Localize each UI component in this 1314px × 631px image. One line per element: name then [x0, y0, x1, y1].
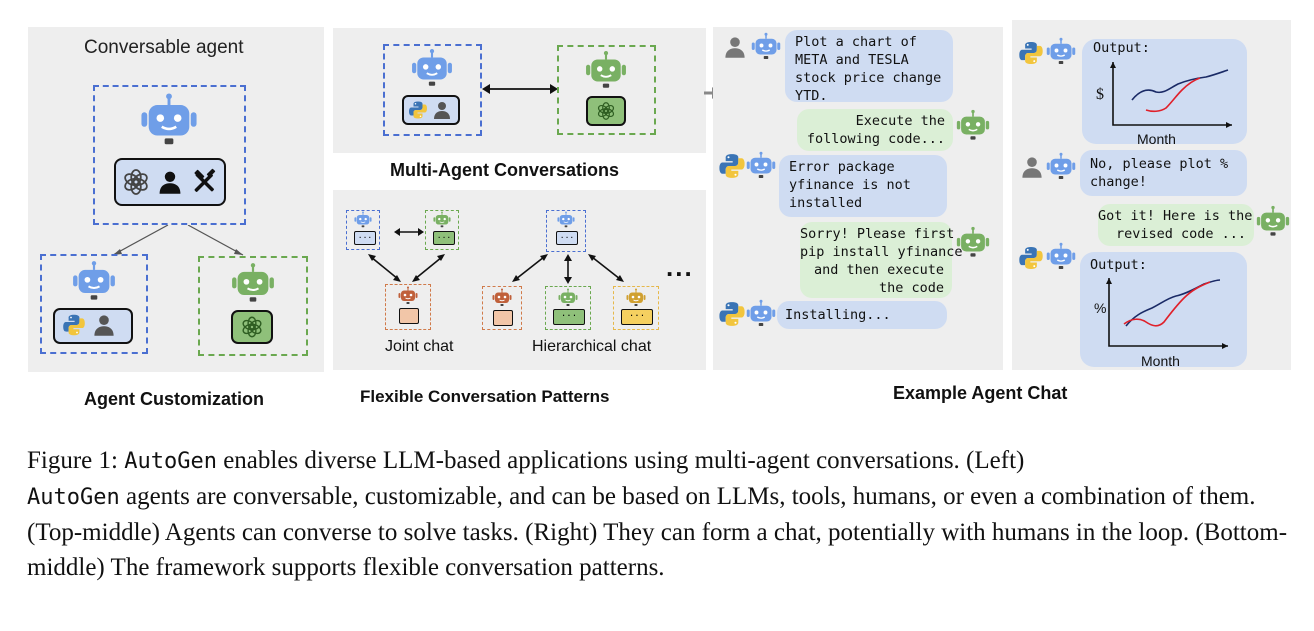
- multi-agent-green-box: [557, 45, 656, 135]
- chat-message: Got it! Here is the revised code ...: [1098, 204, 1254, 246]
- small-blue-agent: [346, 210, 380, 250]
- multi-agent-label: Multi-Agent Conversations: [390, 160, 620, 180]
- conversable-agent-title: Conversable agent: [84, 37, 244, 58]
- person-icon: [1020, 155, 1044, 179]
- green-robot-icon: [585, 50, 627, 92]
- caption-text: agents are conversable, customizable, an…: [27, 483, 1288, 581]
- blue-robot-icon: [751, 32, 781, 62]
- small-green-agent: [545, 286, 591, 330]
- small-box: ...: [433, 231, 455, 245]
- python-icon: [718, 152, 746, 180]
- green-robot-icon: [1256, 205, 1290, 239]
- green-robot-icon: [231, 262, 275, 306]
- blue-robot-icon: [1046, 242, 1076, 272]
- openai-icon: [120, 166, 152, 198]
- person-icon: [432, 100, 452, 120]
- small-orange-agent: [385, 284, 431, 330]
- python-human-agent-box: [40, 254, 148, 354]
- more-patterns-ellipsis: ...: [666, 252, 694, 282]
- python-icon: [718, 300, 746, 328]
- agent-customization-label: Agent Customization: [84, 389, 264, 409]
- output-title: Output:: [1093, 40, 1150, 56]
- hierarchical-chat-label: Hierarchical chat: [532, 338, 652, 355]
- joint-chat-label: Joint chat: [385, 338, 454, 355]
- small-green-agent: [425, 210, 459, 250]
- output-title: Output:: [1090, 257, 1147, 273]
- chat-message: Error package yfinance is not installed: [779, 155, 947, 217]
- chat-message: Installing...: [777, 301, 947, 329]
- small-box: ...: [621, 309, 653, 325]
- blue-robot-icon: [140, 92, 198, 150]
- chat-message: Plot a chart of META and TESLA stock pri…: [785, 30, 953, 104]
- person-icon: [157, 169, 183, 195]
- percent-chart: [1106, 278, 1228, 349]
- small-box: ...: [556, 231, 578, 245]
- small-box: [493, 310, 513, 326]
- green-robot-icon: [956, 226, 990, 260]
- python-icon: [408, 100, 428, 120]
- small-blue-agent: [546, 210, 586, 252]
- chat-message: Execute the following code...: [797, 109, 953, 151]
- blue-robot-icon: [746, 299, 776, 329]
- customization-arrows: [112, 225, 244, 256]
- python-icon: [62, 313, 86, 337]
- blue-robot-icon: [557, 211, 575, 229]
- llm-agent-box: [198, 256, 308, 356]
- output-xlabel: Month: [1137, 131, 1176, 147]
- openai-icon: [239, 314, 265, 340]
- caption-autogen: AutoGen: [27, 485, 120, 510]
- chat-message: No, please plot % change!: [1080, 150, 1247, 196]
- example-chat-label: Example Agent Chat: [893, 383, 1068, 403]
- caption-prefix: Figure 1:: [27, 447, 125, 474]
- blue-robot-icon: [746, 151, 776, 181]
- price-chart: [1110, 62, 1232, 128]
- double-arrow: [482, 84, 558, 94]
- small-box: [399, 308, 419, 324]
- blue-robot-icon: [411, 48, 453, 90]
- openai-box: [586, 96, 626, 126]
- python-icon: [1018, 40, 1044, 66]
- conversation-patterns-label: Flexible Conversation Patterns: [360, 387, 610, 406]
- blue-robot-icon: [1046, 37, 1076, 67]
- small-box: ...: [553, 309, 585, 325]
- output-xlabel: Month: [1141, 353, 1180, 369]
- openai-box: [231, 310, 273, 344]
- person-icon: [723, 35, 747, 59]
- small-box: ...: [354, 231, 376, 245]
- figure-caption: Figure 1: AutoGen enables diverse LLM-ba…: [27, 443, 1292, 585]
- blue-robot-icon: [72, 260, 116, 304]
- small-orange-agent: [482, 286, 522, 330]
- small-yellow-agent: [613, 286, 659, 330]
- python-icon: [1018, 245, 1044, 271]
- tools-icon: [190, 168, 218, 196]
- conversable-agent-box: [93, 85, 246, 225]
- openai-icon: [595, 100, 617, 122]
- joint-chat-arrows: [368, 228, 445, 282]
- hierarchical-arrows: [512, 254, 624, 284]
- output-ylabel: $: [1096, 86, 1104, 103]
- output-bubble-2: [1080, 252, 1247, 367]
- multi-agent-blue-box: [383, 44, 482, 136]
- caption-text: enables diverse LLM-based applications u…: [216, 447, 1025, 474]
- output-ylabel: %: [1094, 300, 1107, 316]
- multi-agent-panel: [333, 28, 706, 153]
- green-robot-icon: [956, 109, 990, 143]
- person-icon: [92, 313, 116, 337]
- chat-message: Sorry! Please first pip install yfinance…: [800, 222, 963, 298]
- caption-autogen: AutoGen: [124, 449, 217, 474]
- blue-robot-icon: [1046, 152, 1076, 182]
